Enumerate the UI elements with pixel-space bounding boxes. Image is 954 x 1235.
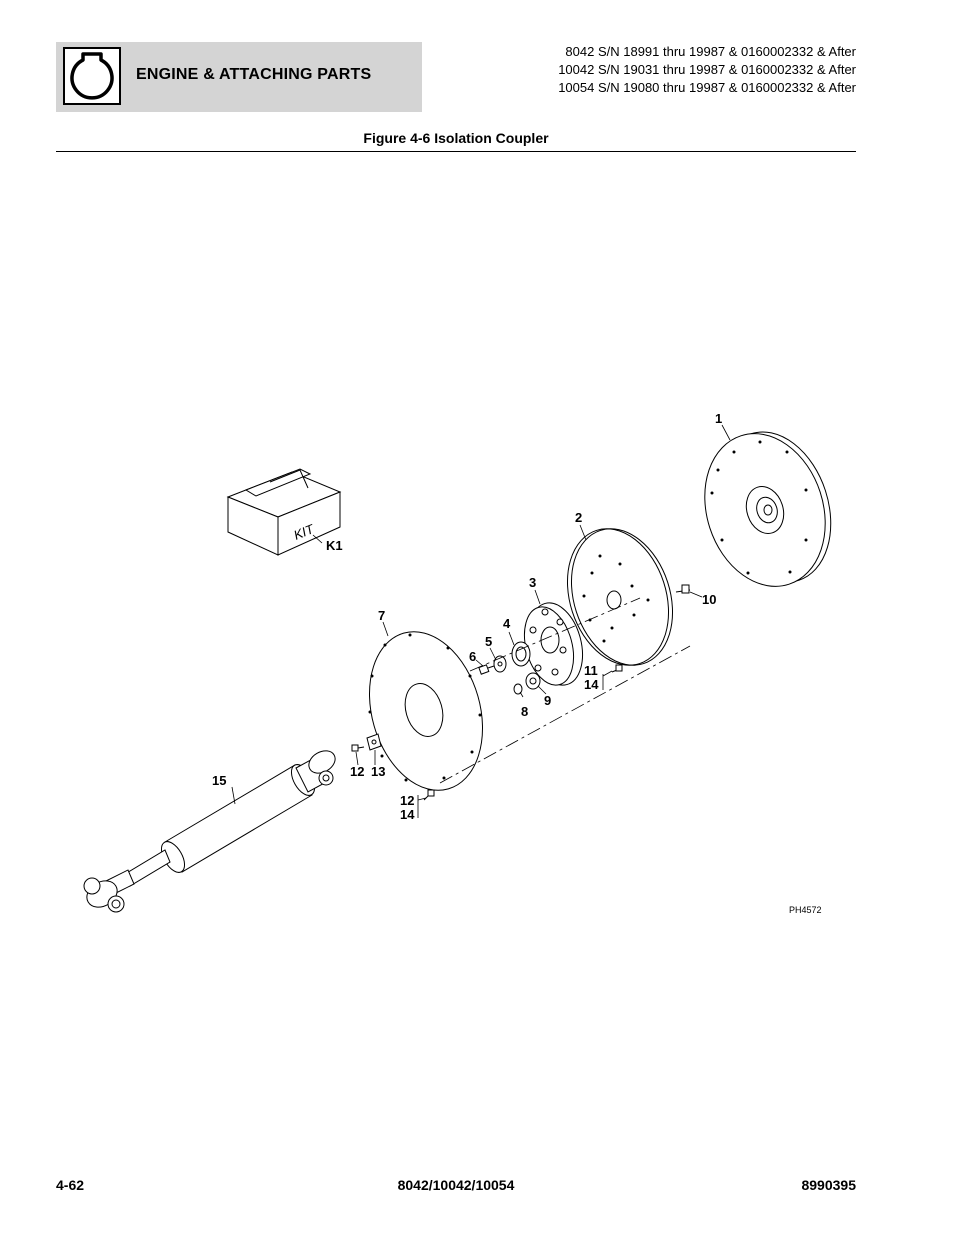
part-10-bolt	[675, 584, 691, 594]
part-13-clip	[366, 733, 382, 751]
part-3-hub	[523, 602, 583, 686]
serial-applicability: 8042 S/N 18991 thru 19987 & 0160002332 &…	[558, 43, 856, 97]
callout-12-lower: 12	[400, 793, 414, 808]
part-7-flange-plate	[368, 631, 484, 791]
callout-13: 13	[371, 764, 385, 779]
part-6-bolt	[478, 664, 495, 675]
model-numbers: 8042/10042/10054	[397, 1177, 515, 1193]
drawing-id: PH4572	[789, 905, 822, 915]
callout-12-upper: 12	[350, 764, 364, 779]
callout-6: 6	[469, 649, 476, 664]
header-divider	[56, 151, 856, 152]
part-12-bolt-lower	[423, 789, 435, 801]
callout-14-lower: 14	[400, 807, 415, 822]
callout-7: 7	[378, 608, 385, 623]
upper-centerline	[469, 597, 641, 672]
part-1-flywheel-adapter	[704, 431, 832, 587]
figure-title: Figure 4-6 Isolation Coupler	[363, 130, 549, 146]
serial-line: 10042 S/N 19031 thru 19987 & 0160002332 …	[558, 62, 856, 77]
callout-3: 3	[529, 575, 536, 590]
page-number: 4-62	[56, 1177, 85, 1193]
kit-label: KIT	[292, 521, 317, 543]
leader-lines	[231, 424, 731, 818]
kit-box: KIT	[226, 468, 342, 556]
callout-10: 10	[702, 592, 716, 607]
part-11-bolt	[611, 664, 623, 673]
callout-8: 8	[521, 704, 528, 719]
part-12-bolt	[351, 744, 365, 752]
part-15-drive-shaft	[83, 750, 336, 913]
callout-5: 5	[485, 634, 492, 649]
part-5-washer	[493, 655, 507, 673]
callout-9: 9	[544, 693, 551, 708]
section-title: ENGINE & ATTACHING PARTS	[136, 66, 372, 83]
callout-11: 11	[584, 663, 598, 678]
callout-14-upper: 14	[584, 677, 599, 692]
callout-15: 15	[212, 773, 226, 788]
assembly-centerline	[439, 645, 691, 784]
callout-4: 4	[503, 616, 511, 631]
serial-line: 10054 S/N 19080 thru 19987 & 0160002332 …	[558, 80, 856, 95]
part-2-plate	[566, 528, 674, 666]
callout-1: 1	[715, 411, 722, 426]
part-9-nut	[525, 672, 541, 690]
serial-line: 8042 S/N 18991 thru 19987 & 0160002332 &…	[565, 44, 856, 59]
manual-part-number: 8990395	[801, 1177, 856, 1193]
callout-2: 2	[575, 510, 582, 525]
part-8-washer	[513, 683, 523, 695]
callout-k1: K1	[326, 538, 343, 553]
part-4-seal	[511, 641, 531, 667]
engine-section-icon	[63, 47, 121, 105]
